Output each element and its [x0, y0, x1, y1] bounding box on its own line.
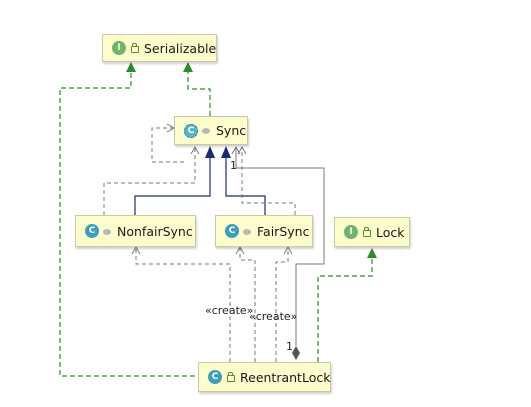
multiplicity-reentrantlock: 1	[286, 340, 293, 353]
create-reentrantlock-fairsync	[239, 248, 256, 362]
class-reentrantlock[interactable]: C ReentrantLock	[198, 362, 331, 392]
class-nonfairsync[interactable]: C NonfairSync	[75, 215, 196, 247]
dependency-arrowhead-fairsync-2	[283, 245, 293, 255]
realization-reentrantlock-lock	[317, 258, 373, 362]
realization-arrowhead-serializable-right	[183, 62, 193, 72]
create-reentrantlock-nonfairsync	[135, 248, 231, 362]
inheritance-arrowhead-nonfairsync	[205, 146, 215, 158]
dependency-nonfairsync-sync	[103, 148, 196, 215]
realization-arrowhead-serializable-left	[126, 62, 136, 72]
class-name-serializable: Serializable	[144, 40, 217, 56]
inheritance-arrowhead-fairsync	[221, 146, 231, 158]
abstract-class-icon: C	[184, 123, 198, 138]
multiplicity-sync: 1	[230, 159, 237, 172]
public-lock-icon	[226, 371, 235, 382]
class-icon: C	[208, 370, 222, 384]
create-arrowhead-fairsync	[235, 245, 245, 255]
class-name-sync: Sync	[216, 123, 247, 138]
class-fairsync[interactable]: C FairSync	[215, 215, 313, 247]
class-name-reentrantlock: ReentrantLock	[240, 369, 331, 385]
class-name-lock: Lock	[376, 224, 405, 240]
package-private-icon	[202, 128, 210, 134]
package-private-icon	[243, 228, 251, 235]
class-name-fairsync: FairSync	[257, 223, 310, 239]
dependency-arrowhead-nonfairsync-sync	[190, 145, 200, 155]
package-private-icon	[103, 228, 111, 235]
association-reentrantlock-sync	[235, 148, 325, 346]
dependency-fairsync-sync	[241, 148, 296, 215]
interface-icon: I	[112, 41, 126, 55]
class-sync[interactable]: C Sync	[174, 116, 248, 145]
realization-arrowhead-lock	[367, 248, 377, 258]
public-lock-icon	[130, 42, 139, 53]
create-label-nonfairsync: «create»	[205, 304, 254, 317]
class-icon: C	[85, 224, 99, 238]
class-lock[interactable]: I Lock	[334, 217, 410, 247]
composition-diamond-reentrantlock	[292, 346, 300, 360]
create-label-fairsync: «create»	[249, 310, 298, 323]
inheritance-fairsync-sync	[225, 158, 266, 215]
interface-icon: I	[344, 225, 358, 239]
realization-reentrantlock-serializable	[59, 71, 203, 377]
inheritance-nonfairsync-sync	[134, 158, 211, 215]
dependency-reentrantlock-fairsync	[275, 248, 289, 362]
class-name-nonfairsync: NonfairSync	[117, 223, 193, 239]
association-arrowhead-sync	[231, 145, 241, 155]
create-arrowhead-nonfairsync	[131, 245, 141, 255]
class-icon: C	[225, 224, 239, 238]
public-lock-icon	[362, 226, 371, 237]
dependency-sync-self	[151, 127, 184, 163]
dependency-arrowhead-fairsync-sync	[237, 145, 247, 155]
class-serializable[interactable]: I Serializable	[102, 34, 217, 62]
realization-sync-serializable	[187, 71, 211, 116]
